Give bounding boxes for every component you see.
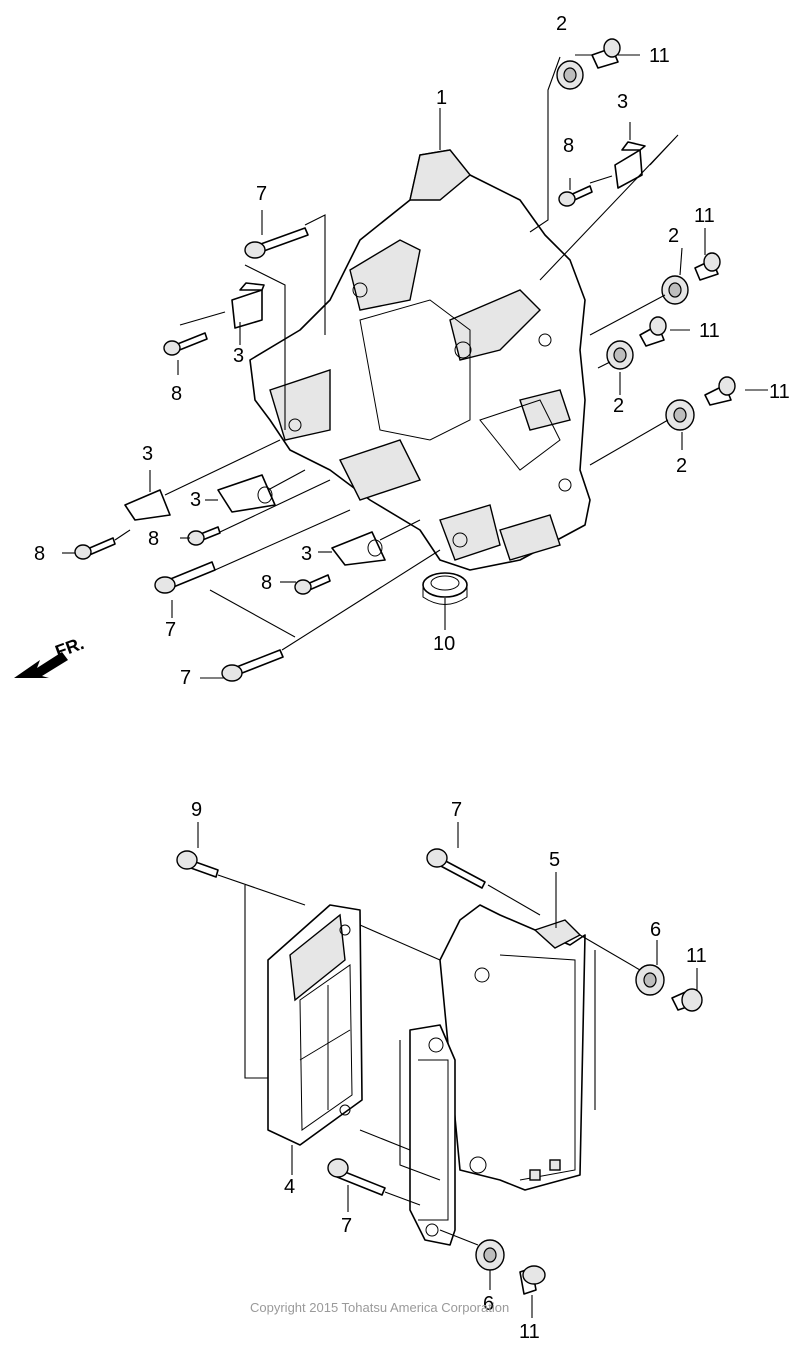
mounting-bracket-5: [439, 904, 586, 1191]
callout-11: 11: [686, 945, 707, 967]
clip-3: [124, 141, 646, 566]
leader-lines-bottom: [197, 822, 698, 1318]
callout-8: 8: [34, 543, 45, 565]
callout-7: 7: [341, 1215, 352, 1237]
callout-2: 2: [668, 225, 679, 247]
callout-7: 7: [256, 183, 267, 205]
leader-lines-top: [62, 54, 768, 679]
grommet-2-mid: [661, 275, 689, 305]
bolt-7: [154, 227, 309, 682]
callout-11: 11: [699, 320, 720, 342]
callout-3: 3: [190, 489, 201, 511]
callout-2: 2: [613, 395, 624, 417]
bolt-7-bottom: [327, 848, 486, 1196]
callout-6: 6: [650, 919, 661, 941]
front-arrow-icon: [14, 652, 68, 678]
main-bracket: [249, 149, 591, 571]
callout-7: 7: [451, 799, 462, 821]
callout-labels: 1 2 2 2 2 3 3 3 3 3 4 5 6 6 7 7 7 7 7 8 …: [34, 13, 790, 1343]
callout-10: 10: [433, 633, 455, 655]
callout-2: 2: [556, 13, 567, 35]
callout-5: 5: [549, 849, 560, 871]
callout-8: 8: [563, 135, 574, 157]
callout-4: 4: [284, 1176, 295, 1198]
mounting-plate: [409, 1024, 456, 1246]
collar-11: [591, 38, 736, 406]
callout-6: 6: [483, 1293, 494, 1315]
callout-1: 1: [436, 87, 447, 109]
callout-9: 9: [191, 799, 202, 821]
callout-3: 3: [617, 91, 628, 113]
collar-11-bottom: [519, 988, 703, 1295]
callout-3: 3: [142, 443, 153, 465]
grommet-6: [475, 964, 665, 1271]
copyright-notice: Copyright 2015 Tohatsu America Corporati…: [250, 1300, 509, 1315]
callout-11: 11: [519, 1321, 540, 1343]
bolt-9: [176, 850, 219, 878]
callout-7: 7: [180, 667, 191, 689]
callout-11: 11: [694, 205, 715, 227]
bolt-8: [74, 185, 593, 595]
grommet-2-top: [556, 60, 584, 90]
callout-7: 7: [165, 619, 176, 641]
clamp-10: [422, 572, 468, 605]
callout-2: 2: [676, 455, 687, 477]
callout-8: 8: [171, 383, 182, 405]
callout-3: 3: [233, 345, 244, 367]
ignition-module: [267, 904, 363, 1146]
callout-11: 11: [649, 45, 670, 67]
callout-11: 11: [769, 381, 790, 403]
callout-8: 8: [261, 572, 272, 594]
grommet-2-low: [606, 340, 634, 370]
grommet-2-bot: [665, 399, 695, 431]
front-marker-label: FR.: [53, 633, 87, 662]
callout-3: 3: [301, 543, 312, 565]
callout-8: 8: [148, 528, 159, 550]
